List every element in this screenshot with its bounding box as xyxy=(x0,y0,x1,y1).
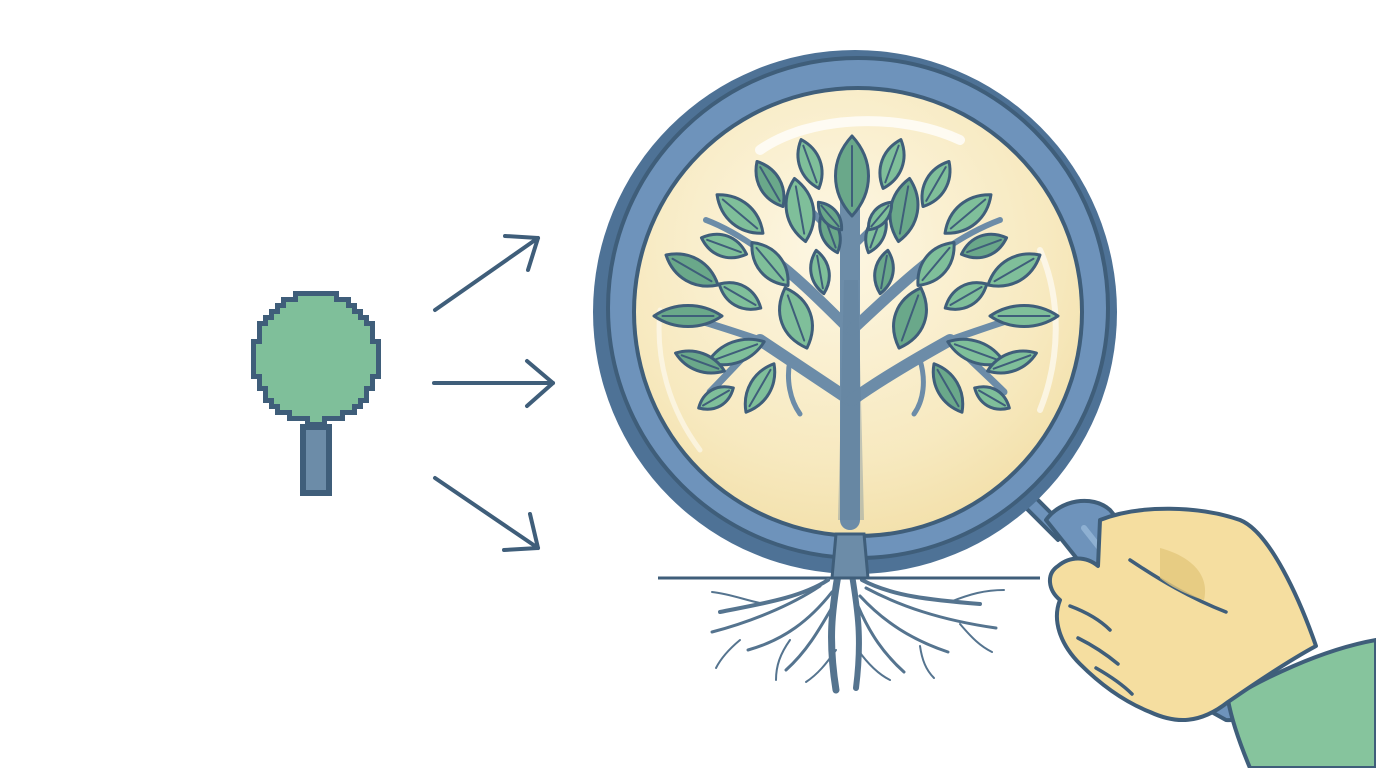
leaf xyxy=(809,248,831,296)
leaf xyxy=(750,241,790,287)
pixel-canopy-fill xyxy=(298,296,334,302)
leaf xyxy=(943,193,993,235)
leaf-vein xyxy=(680,354,720,370)
detailed-tree-icon xyxy=(652,134,1060,530)
leaf-vein xyxy=(786,294,806,342)
pixel-canopy-fill xyxy=(256,344,376,350)
pixel-canopy-fill xyxy=(262,332,370,338)
pixel-canopy-fill xyxy=(280,404,352,410)
pixel-canopy-fill xyxy=(274,398,358,404)
leaf xyxy=(796,138,824,190)
leaf xyxy=(697,385,735,411)
leaf xyxy=(674,349,726,375)
roots-icon xyxy=(658,571,1040,694)
leaf xyxy=(784,176,816,244)
leaf xyxy=(892,286,928,350)
leaf-vein xyxy=(978,389,1006,407)
pixel-canopy-fill xyxy=(262,374,370,380)
leaf-vein xyxy=(993,257,1035,283)
arrow-down-right-icon xyxy=(433,476,540,552)
leaf xyxy=(988,304,1060,328)
leaf xyxy=(931,362,965,414)
leaf xyxy=(778,286,814,350)
leaf-vein xyxy=(706,238,742,254)
leaf xyxy=(943,281,989,311)
pixel-canopy-fill xyxy=(286,302,346,308)
leaf-vein xyxy=(870,204,890,228)
leaf xyxy=(834,134,870,218)
leaf xyxy=(706,337,766,367)
pixel-canopy-fill xyxy=(256,350,376,356)
leaf xyxy=(866,200,894,232)
leaf-vein xyxy=(925,166,947,202)
pixel-canopy-fill xyxy=(262,326,370,332)
leaf-vein xyxy=(949,286,983,306)
leaf-vein xyxy=(884,144,900,184)
pixel-canopy-fill xyxy=(268,386,364,392)
pixel-canopy-fill xyxy=(256,362,376,368)
leaf xyxy=(959,232,1009,260)
leaf-vein xyxy=(966,238,1002,254)
pixel-trunk-fill xyxy=(306,430,326,490)
pixel-canopy-fill xyxy=(256,368,376,374)
leaf-vein xyxy=(794,185,806,235)
pixel-canopy-fill xyxy=(262,338,370,344)
leaf-vein xyxy=(759,166,781,202)
leaf-vein xyxy=(953,343,999,361)
leaf xyxy=(699,232,749,260)
arrow-up-right-icon xyxy=(433,234,540,312)
leaf xyxy=(916,241,956,287)
leaf xyxy=(986,349,1038,375)
pixel-canopy-fill xyxy=(280,308,352,314)
pixel-canopy-fill xyxy=(274,314,358,320)
leaf-vein xyxy=(921,246,951,282)
leaf xyxy=(754,159,786,209)
leaf xyxy=(717,281,763,311)
pixel-canopy-fill xyxy=(256,356,376,362)
pixel-canopy-fill xyxy=(268,320,364,326)
arrow-right-icon xyxy=(432,359,555,408)
leaf xyxy=(888,176,920,244)
leaf xyxy=(873,248,895,296)
leaf-vein xyxy=(755,246,785,282)
leaf xyxy=(946,337,1006,367)
leaf-vein xyxy=(802,144,818,184)
pixel-canopy-fill xyxy=(310,416,322,422)
leaf-vein xyxy=(898,185,910,235)
leaf-vein xyxy=(723,286,757,306)
leaf-vein xyxy=(949,198,987,230)
leaf-vein xyxy=(880,254,888,290)
pixel-canopy-fill xyxy=(292,410,340,416)
leaf xyxy=(816,200,844,232)
leaf-vein xyxy=(936,368,960,408)
leaf-vein xyxy=(748,368,772,408)
leaf xyxy=(715,193,765,235)
leaf-vein xyxy=(900,294,920,342)
leaf xyxy=(973,385,1011,411)
leaf-vein xyxy=(992,354,1032,370)
leaf-vein xyxy=(713,343,759,361)
leaf-vein xyxy=(816,254,824,290)
leaf xyxy=(878,138,906,190)
pixel-canopy-fill xyxy=(262,380,370,386)
pixel-canopy-fill xyxy=(268,392,364,398)
leaf-vein xyxy=(721,198,759,230)
hand-icon xyxy=(1048,506,1376,768)
leaf xyxy=(652,304,724,328)
leaf-vein xyxy=(702,389,730,407)
leaf xyxy=(743,362,777,414)
leaf xyxy=(920,159,952,209)
tree-trunk-base xyxy=(830,532,870,580)
pixel-tree-icon xyxy=(251,291,381,496)
leaf-vein xyxy=(820,204,840,228)
leaf-vein xyxy=(671,257,713,283)
